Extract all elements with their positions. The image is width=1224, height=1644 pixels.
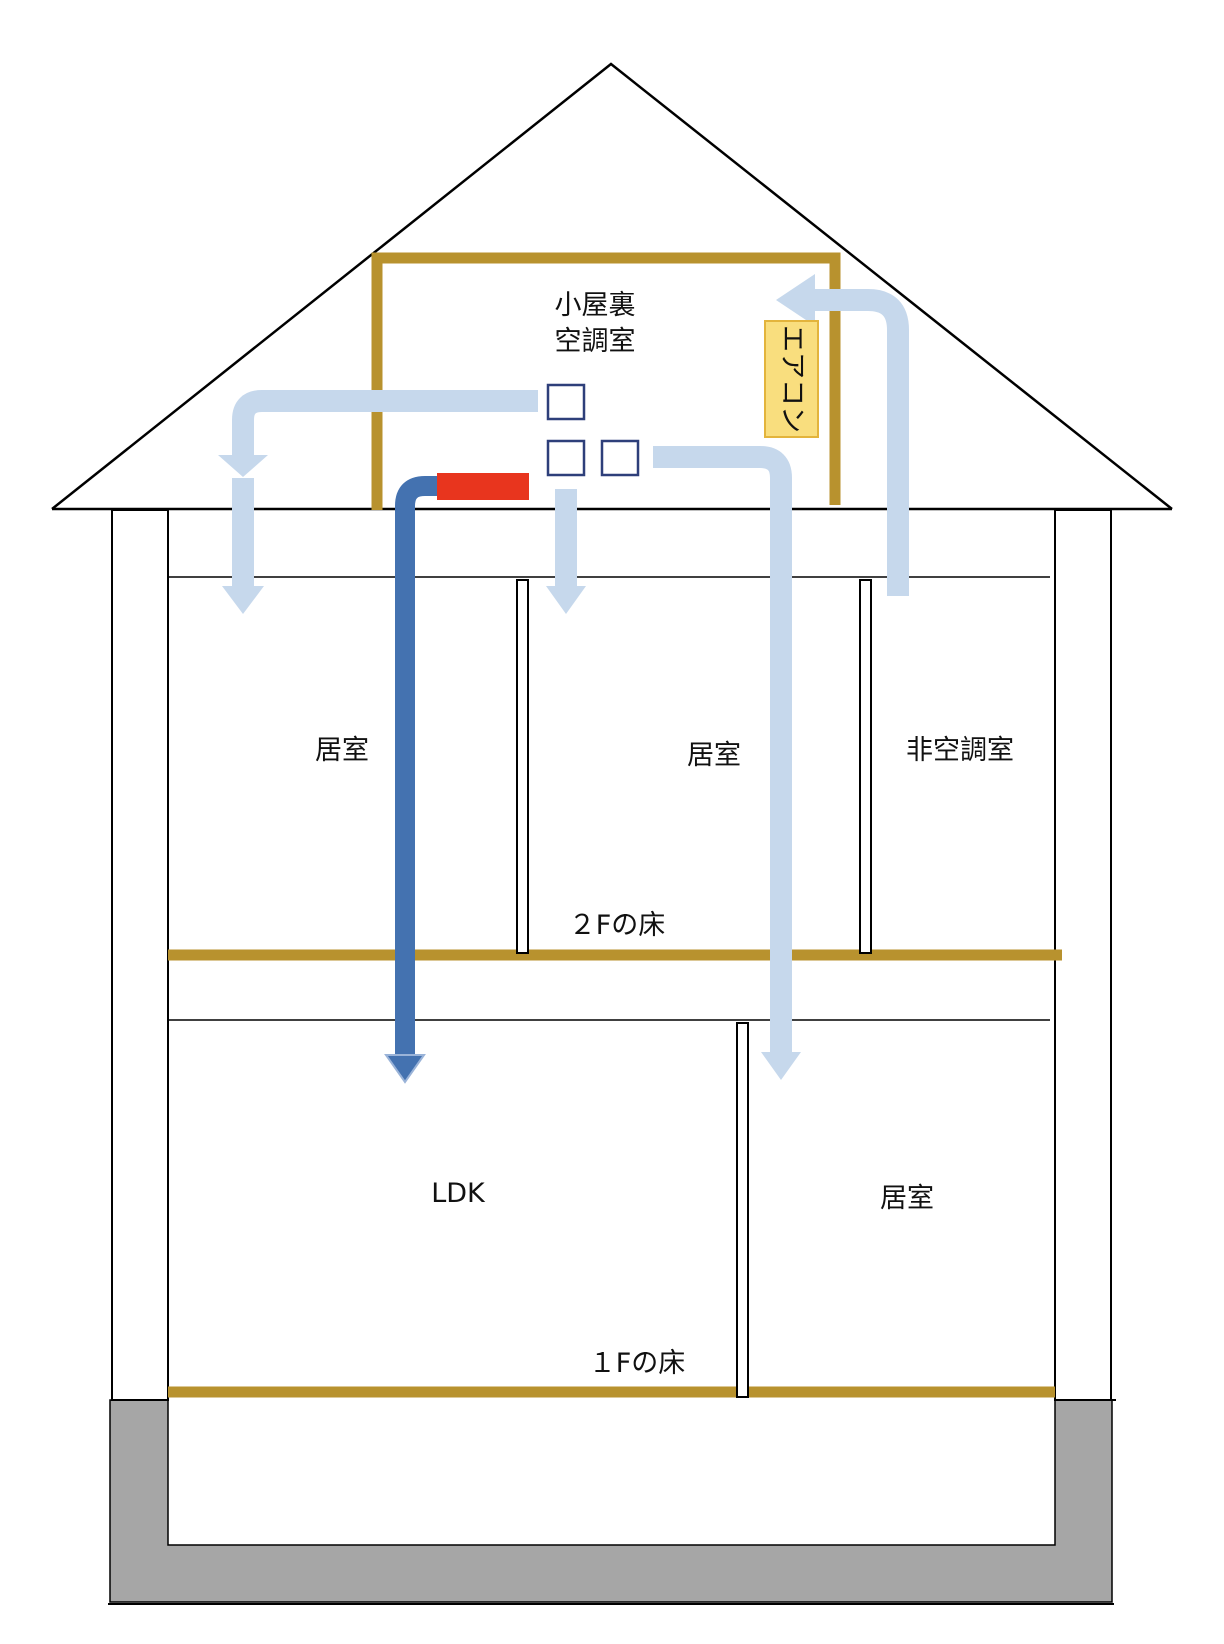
room-1f-left-label: LDK bbox=[431, 1178, 486, 1209]
flow-to-left-room-head bbox=[218, 455, 268, 477]
flow-mid-room-shaft bbox=[555, 489, 577, 586]
room-1f-right-label: 居室 bbox=[880, 1183, 934, 1214]
left-wall bbox=[111, 509, 169, 1401]
attic-label-line2: 空調室 bbox=[555, 326, 636, 357]
partition-2f-a bbox=[516, 579, 529, 954]
flow-left-room-head bbox=[222, 586, 264, 614]
vent-top bbox=[546, 383, 586, 421]
partition-2f-b bbox=[859, 579, 872, 954]
foundation bbox=[109, 1399, 1113, 1603]
right-wall bbox=[1054, 509, 1112, 1401]
flow-to-left-room-duct bbox=[232, 390, 538, 455]
aircon-label: エアコン bbox=[777, 325, 808, 433]
room-2f-mid-label: 居室 bbox=[687, 740, 741, 771]
floor-1f-label: １Fの床 bbox=[589, 1348, 686, 1379]
room-2f-right-label: 非空調室 bbox=[906, 735, 1014, 766]
attic-room-frame bbox=[371, 252, 841, 510]
return-flow-duct bbox=[815, 289, 909, 596]
flow-to-1f-room-head bbox=[761, 1052, 801, 1080]
flow-to-1f-room-duct bbox=[653, 446, 792, 1052]
flow-left-room-shaft bbox=[232, 478, 254, 586]
heater-unit bbox=[437, 473, 529, 500]
vent-bottom-left bbox=[546, 439, 586, 477]
return-flow-head bbox=[776, 274, 815, 326]
roof bbox=[51, 62, 1173, 510]
flow-mid-room-head bbox=[546, 586, 586, 614]
room-2f-left-label: 居室 bbox=[315, 735, 369, 766]
attic-label-line1: 小屋裏 bbox=[555, 290, 636, 321]
floor-2f-label: ２Fの床 bbox=[569, 910, 666, 941]
vent-bottom-right bbox=[600, 439, 640, 477]
heated-flow-head bbox=[384, 1054, 426, 1084]
aircon-unit bbox=[764, 320, 819, 438]
heated-flow-duct bbox=[395, 476, 437, 1055]
partition-1f bbox=[736, 1022, 749, 1398]
